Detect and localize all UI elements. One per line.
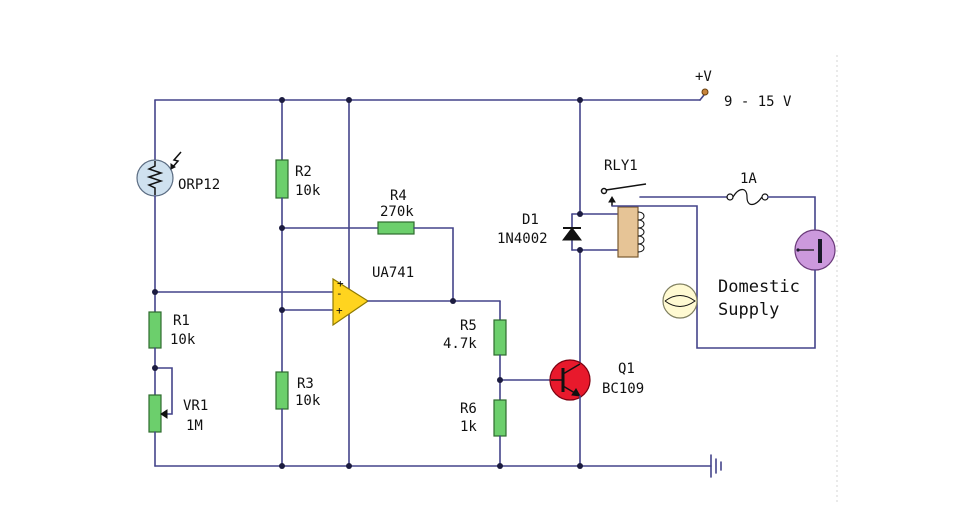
d1-part-label: 1N4002 (497, 231, 548, 247)
r6-value-label: 1k (460, 419, 477, 435)
relay-coil-rly1 (617, 206, 645, 258)
supply-terminal-label: +V (695, 69, 712, 85)
resistor-r3 (275, 371, 289, 410)
fuse-rating-label: 1A (740, 171, 757, 187)
diode-d1 (562, 213, 582, 251)
vr1-wiper (154, 367, 173, 415)
wire-fuse-bulb (767, 196, 816, 231)
q1-part-label: BC109 (602, 381, 644, 397)
r1-value-label: 10k (170, 332, 196, 348)
ground-symbol (710, 454, 722, 478)
ldr-name-label: ORP12 (178, 177, 220, 193)
wire-r4-right (413, 227, 454, 302)
supply-voltage-label: 9 - 15 V (724, 94, 792, 110)
potentiometer-vr1 (148, 394, 162, 433)
d1-name-label: D1 (522, 212, 539, 228)
wire-supply-terminal (699, 94, 705, 101)
r2-value-label: 10k (295, 183, 321, 199)
resistor-r6 (493, 399, 507, 437)
bulb-socket (794, 229, 836, 271)
load-label-line2: Supply (718, 300, 779, 320)
opamp-power-pin-label: + (337, 277, 344, 290)
opamp-ua741 (332, 277, 370, 327)
wire-bulb-return (611, 205, 816, 349)
opamp-noninverting-label: + (336, 304, 343, 317)
r2-name-label: R2 (295, 164, 312, 180)
wiper-arrow-icon (160, 409, 168, 419)
r5-name-label: R5 (460, 318, 477, 334)
junction-dots (152, 97, 583, 469)
resistor-r1 (148, 311, 162, 349)
r3-name-label: R3 (297, 376, 314, 392)
relay-name-label: RLY1 (604, 158, 638, 174)
r4-name-label: R4 (390, 188, 407, 204)
r1-name-label: R1 (173, 313, 190, 329)
load-label-line1: Domestic (718, 277, 800, 297)
vr1-value-label: 1M (186, 418, 203, 434)
resistor-r4 (377, 221, 415, 235)
r3-value-label: 10k (295, 393, 321, 409)
opamp-inverting-label: - (336, 287, 343, 300)
light-arrow-icon (170, 151, 182, 170)
r6-name-label: R6 (460, 401, 477, 417)
resistor-r2 (275, 159, 289, 199)
supply-terminal (701, 88, 709, 96)
vr1-name-label: VR1 (183, 398, 208, 414)
relay-switch (600, 183, 647, 206)
ldr-orp12 (136, 151, 182, 197)
domestic-supply-lamp (662, 283, 698, 319)
q1-name-label: Q1 (618, 361, 635, 377)
transistor-q1 (549, 359, 591, 401)
opamp-name-label: UA741 (372, 265, 414, 281)
r5-value-label: 4.7k (443, 336, 477, 352)
fuse-1a (726, 188, 769, 206)
resistor-r5 (493, 319, 507, 356)
r4-value-label: 270k (380, 204, 414, 220)
